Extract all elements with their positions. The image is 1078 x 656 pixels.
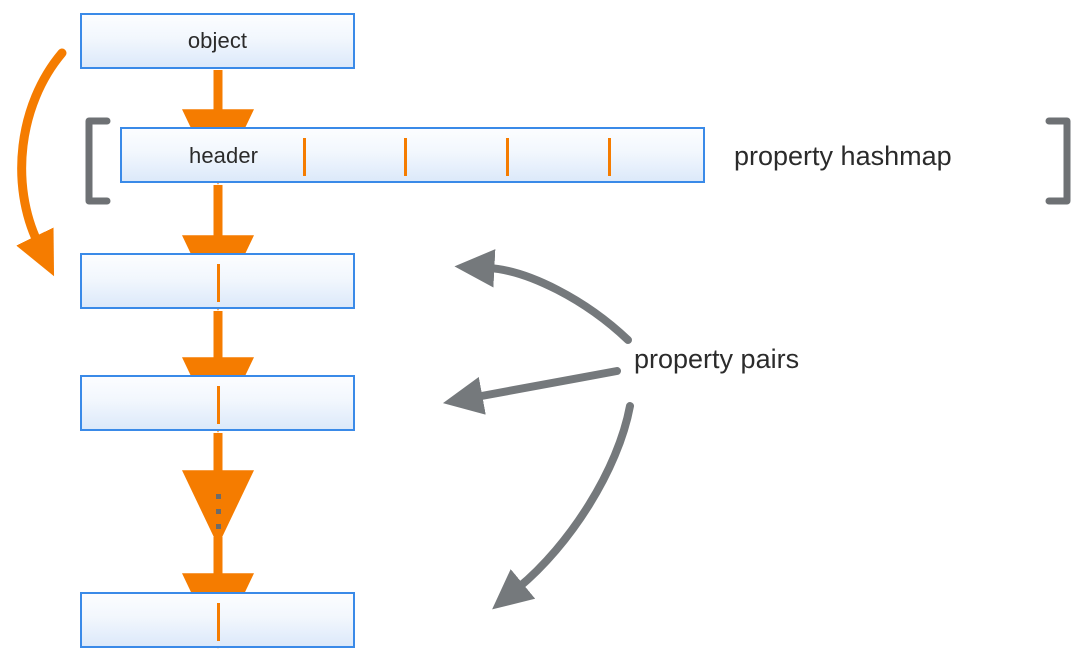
gray-arrow-pairs-to-pair2 [442,367,621,415]
property-pairs-annotation: property pairs [634,344,800,374]
property-pair-box-2[interactable] [80,375,355,431]
right-bracket [1045,117,1071,205]
hashmap-tick-3 [506,138,509,176]
object-box-label: object [187,28,248,53]
header-label: header [189,143,259,168]
property-hashmap-annotation: property hashmap [734,141,952,171]
left-bracket [85,117,111,205]
property-pair-divider-2 [217,386,220,424]
property-pair-box-1[interactable] [80,253,355,309]
property-pair-divider-n [217,603,220,641]
orange-curved-arrow-object-to-pair1 [16,48,67,277]
hashmap-tick-1 [303,138,306,176]
property-hashmap-bar[interactable]: header [120,127,705,183]
property-pair-divider-1 [217,264,220,302]
gray-arrow-pairs-to-pair1 [454,249,632,344]
object-box[interactable]: object [80,13,355,69]
gray-arrow-pairs-to-pairN [492,402,634,610]
ellipsis-dot-3 [216,524,221,529]
ellipsis-dot-1 [216,494,221,499]
ellipsis-dot-2 [216,509,221,514]
hashmap-tick-4 [608,138,611,176]
property-pair-box-n[interactable] [80,592,355,648]
hashmap-tick-2 [404,138,407,176]
